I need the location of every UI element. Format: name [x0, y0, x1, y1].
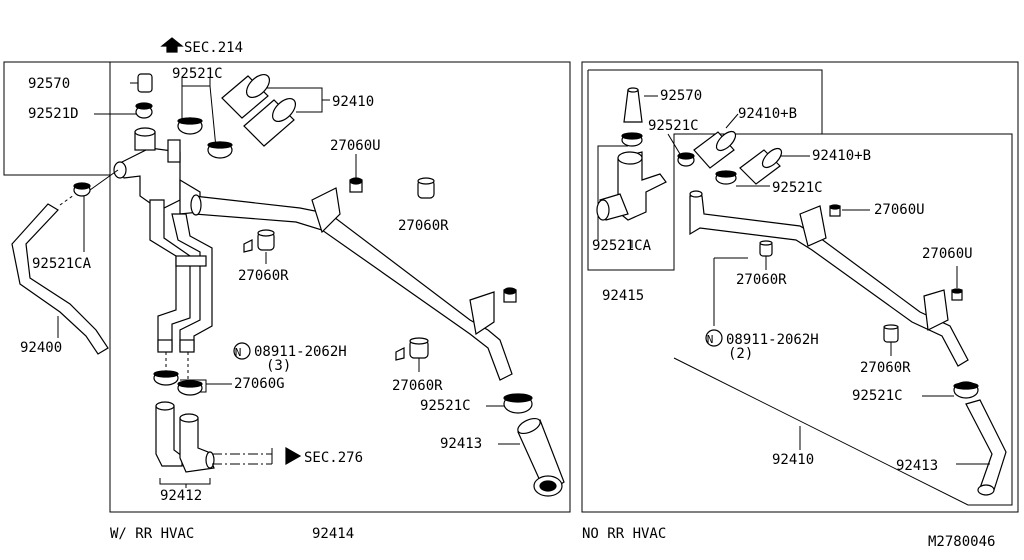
label-27060R-left-1: 27060R — [398, 218, 449, 234]
label-27060G: 27060G — [234, 376, 285, 392]
label-92414: 92414 — [312, 526, 354, 542]
bolt-symbol-left — [233, 342, 251, 360]
grommet-27060U-left — [349, 154, 517, 303]
hose-92413-left — [498, 417, 565, 497]
sec214-arrow — [160, 37, 184, 53]
label-92521CA-left: 92521CA — [32, 256, 92, 272]
hose-92400 — [11, 169, 119, 355]
pipe-92410-right — [689, 190, 969, 450]
label-92570-right: 92570 — [660, 88, 702, 104]
label-92413-left: 92413 — [440, 436, 482, 452]
label-bolt-left: 08911-2062H — [254, 344, 347, 360]
label-27060R-left-2: 27060R — [238, 268, 289, 284]
hose-92412 — [155, 401, 302, 488]
label-92413-right: 92413 — [896, 458, 938, 474]
cap-92570-right — [623, 87, 658, 123]
caption-left-panel: W/ RR HVAC — [110, 526, 194, 542]
label-bolt-right-qty: (2) — [728, 346, 753, 362]
clamp-92521D — [94, 102, 153, 119]
label-92521C-top: 92521C — [172, 66, 223, 82]
clamp-92521C-lower-left — [486, 393, 533, 414]
label-92521C-left-2: 92521C — [420, 398, 471, 414]
bolt-symbol-left-text: N — [235, 346, 242, 359]
label-92410B-2: 92410+B — [812, 148, 871, 164]
left-panel-frame — [3, 61, 571, 513]
label-27060R-left-3: 27060R — [392, 378, 443, 394]
grommet-27060U-right — [829, 204, 963, 301]
label-92521D: 92521D — [28, 106, 79, 122]
clamp-92521C-right-upper — [597, 132, 695, 240]
label-92410-right: 92410 — [772, 452, 814, 468]
label-27060U-right-1: 27060U — [874, 202, 925, 218]
hose-92413-right — [956, 399, 1007, 496]
cap-92570-left — [130, 73, 153, 93]
clamp-92521C-right-mid — [715, 170, 770, 187]
label-27060U-left: 27060U — [330, 138, 381, 154]
label-92521C-right-1: 92521C — [648, 118, 699, 134]
label-sec276: SEC.276 — [304, 450, 363, 466]
valve-assembly — [113, 127, 213, 353]
clamp-27060G — [153, 352, 232, 396]
label-27060R-right-2: 27060R — [860, 360, 911, 376]
caption-right-panel: NO RR HVAC — [582, 526, 666, 542]
label-bolt-left-qty: (3) — [266, 358, 291, 374]
bolt-symbol-right — [705, 329, 723, 347]
grommet-27060R-left — [243, 177, 435, 372]
label-92570-left: 92570 — [28, 76, 70, 92]
label-27060R-right-1: 27060R — [736, 272, 787, 288]
tee-fitting-92415 — [596, 151, 667, 248]
hose-92410-upper — [221, 73, 330, 147]
label-92410B-1: 92410+B — [738, 106, 797, 122]
pipe-92414 — [190, 187, 513, 381]
label-92521C-right-2: 92521C — [772, 180, 823, 196]
label-sec214: SEC.214 — [184, 40, 243, 56]
label-92412: 92412 — [160, 488, 202, 504]
right-panel-frame — [581, 61, 1019, 513]
label-27060U-right-2: 27060U — [922, 246, 973, 262]
bolt-symbol-right-text: N — [707, 333, 714, 346]
grommet-27060R-right — [713, 240, 899, 356]
clamp-92521C-right-lower — [922, 381, 979, 399]
clamp-92521C-top — [177, 78, 233, 159]
diagram-id: M2780046 — [928, 534, 995, 550]
label-92415: 92415 — [602, 288, 644, 304]
label-92410-left: 92410 — [332, 94, 374, 110]
label-92521CA-right: 92521CA — [592, 238, 652, 254]
hose-92410B-upper — [693, 113, 810, 185]
label-bolt-right: 08911-2062H — [726, 332, 819, 348]
label-92521C-right-3: 92521C — [852, 388, 903, 404]
label-92400: 92400 — [20, 340, 62, 356]
